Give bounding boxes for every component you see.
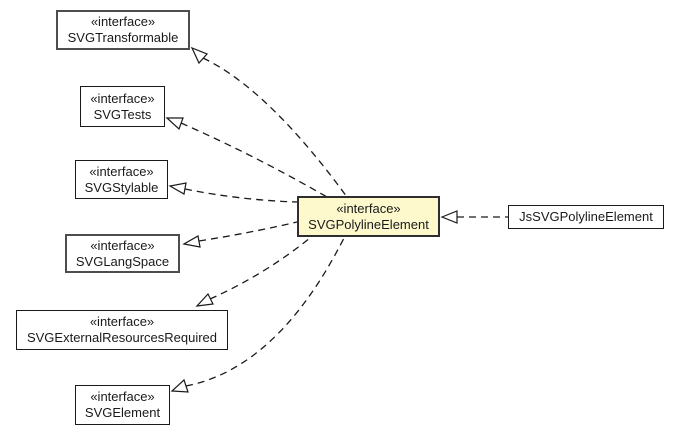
interface-name: SVGElement bbox=[84, 405, 161, 420]
edge-polyline-to-stylable bbox=[168, 182, 298, 203]
interface-name: SVGExternalResourcesRequired bbox=[26, 330, 218, 345]
interface-name: SVGLangSpace bbox=[75, 253, 170, 269]
node-svgexternalresourcesrequired[interactable]: «interface» SVGExternalResourcesRequired bbox=[16, 310, 228, 350]
interface-name: SVGStylable bbox=[84, 179, 159, 195]
stereotype-label: «interface» bbox=[336, 200, 401, 216]
hollow-triangle-arrowhead bbox=[190, 46, 209, 65]
interface-name: SVGTests bbox=[93, 106, 152, 122]
hollow-triangle-arrowhead bbox=[170, 378, 189, 393]
stereotype-label: «interface» bbox=[90, 14, 156, 29]
edge-polyline-to-transformable bbox=[190, 46, 348, 198]
node-svgelement[interactable]: «interface» SVGElement bbox=[75, 385, 170, 425]
node-svgstylable[interactable]: «interface» SVGStylable bbox=[75, 160, 168, 199]
edge-polyline-to-tests bbox=[165, 117, 328, 198]
stereotype-label: «interface» bbox=[90, 90, 155, 106]
node-svgtransformable[interactable]: «interface» SVGTransformable bbox=[56, 10, 190, 50]
node-jssvgpolylineelement[interactable]: JsSVGPolylineElement bbox=[508, 205, 664, 229]
stereotype-label: «interface» bbox=[90, 237, 155, 253]
hollow-triangle-arrowhead bbox=[182, 235, 201, 248]
node-svglangspace[interactable]: «interface» SVGLangSpace bbox=[65, 234, 180, 273]
hollow-triangle-arrowhead bbox=[168, 182, 187, 195]
interface-name: SVGPolylineElement bbox=[308, 216, 429, 232]
hollow-triangle-arrowhead bbox=[440, 210, 458, 224]
interface-name: SVGTransformable bbox=[67, 30, 179, 45]
hollow-triangle-arrowhead bbox=[165, 117, 184, 131]
stereotype-label: «interface» bbox=[89, 163, 154, 179]
node-svgpolylineelement-selected[interactable]: «interface» SVGPolylineElement bbox=[297, 196, 440, 237]
node-svgtests[interactable]: «interface» SVGTests bbox=[80, 86, 165, 127]
stereotype-label: «interface» bbox=[90, 389, 155, 404]
edge-polyline-to-externalresources bbox=[195, 237, 311, 307]
class-name: JsSVGPolylineElement bbox=[519, 209, 653, 224]
edge-jspolyline-to-polyline bbox=[440, 210, 508, 224]
hollow-triangle-arrowhead bbox=[195, 292, 214, 307]
stereotype-label: «interface» bbox=[89, 314, 155, 329]
edge-polyline-to-langspace bbox=[182, 221, 298, 248]
